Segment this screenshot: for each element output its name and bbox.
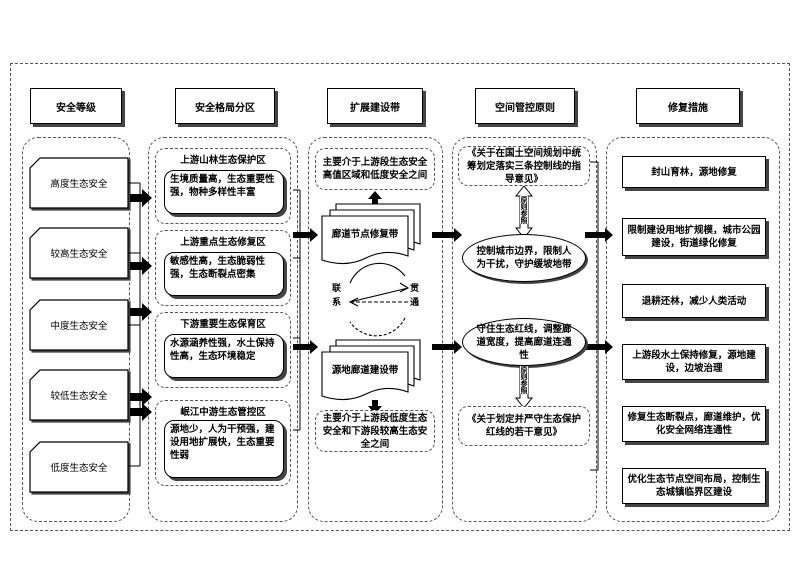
level-shape-2 [29, 227, 129, 279]
outer-frame [10, 63, 790, 531]
principle-doc-2: 《关于划定并严守生态保护红线的若干意见》 [458, 406, 590, 446]
header-zones: 安全格局分区 [175, 88, 275, 124]
measure-4: 上游段水土保持修复，源地建设，边坡治理 [622, 344, 766, 380]
source-belt-label: 源地廊道建设带 [331, 365, 399, 376]
zone-title-3: 下游重要生态保育区 [180, 319, 266, 330]
level-label-4: 较低生态安全 [50, 391, 108, 402]
zone-text-3: 水源涵养性强，水土保持性高，生态环境稳定 [164, 334, 284, 378]
zone-title-4: 岷江中游生态管控区 [180, 407, 266, 418]
principle-column [452, 137, 597, 522]
zone-text-2: 敏感性高，生态脆弱性强，生态断裂点密集 [164, 252, 284, 296]
level-label-1: 高度生态安全 [50, 179, 108, 190]
level-label-2: 较高生态安全 [50, 249, 108, 260]
level-shape-4 [29, 369, 129, 421]
level-label-3: 中度生态安全 [50, 321, 108, 332]
arrow-level-2 [130, 257, 152, 275]
principle-doc-1: 《关于在国土空间规划中统筹划定落实三条控制线的指导意见》 [458, 146, 590, 186]
level-shape-3 [29, 299, 129, 351]
measure-5: 修复生态断裂点，廊道维护，优化安全网络连通性 [622, 406, 766, 442]
belt-top-note: 主要介于上游段生态安全高值区域和低度安全之间 [315, 148, 435, 190]
measure-column [606, 137, 780, 522]
header-level: 安全等级 [30, 88, 122, 124]
measure-1: 封山育林，源地修复 [622, 156, 766, 188]
measure-2: 限制建设用地扩规模，城市公园建设，街道绿化修复 [622, 218, 766, 256]
ref-label-1: 原则参照 [520, 196, 528, 224]
arrow-principle-1 [585, 228, 613, 242]
measure-3: 退耕还林，减少人类活动 [622, 284, 766, 318]
header-belts: 扩展建设带 [327, 88, 423, 124]
level-column [22, 137, 130, 522]
arrow-belt-down [368, 400, 382, 414]
corridor-belt-label: 廊道节点修复带 [331, 229, 399, 240]
level-shape-1 [29, 157, 129, 209]
principle-oval-1: 控制城市边界，限制人为干扰，守护缓坡地带 [462, 234, 586, 282]
arrow-zone-1 [293, 228, 318, 242]
arrow-belt-up [368, 191, 382, 205]
corridor-belt-shape [321, 215, 409, 265]
belt-bottom-note: 主要介于上游段低度生态安全和下游段较高生态安全之间 [315, 410, 435, 452]
header-principles: 空间管控原则 [475, 88, 575, 124]
zone-title-2: 上游重点生态修复区 [180, 237, 266, 248]
arrow-level-5 [130, 403, 152, 421]
zone-text-1: 生境质量高，生态重要性强，物种多样性丰富 [164, 170, 284, 214]
link-circle [349, 262, 406, 284]
arrow-level-4 [130, 388, 152, 406]
arrow-principle-2 [585, 340, 613, 354]
belt-column [308, 137, 443, 522]
through-label: 贯通 [410, 284, 420, 308]
principle-oval-2: 守住生态红线，调整廊道宽度，提高廊道连通性 [462, 318, 586, 366]
zone-title-1: 上游山林生态保护区 [180, 155, 266, 166]
source-belt-shape [321, 351, 409, 401]
ref-label-2: 原则参照 [520, 366, 528, 394]
arrow-level-3 [130, 303, 152, 321]
header-measures: 修复措施 [636, 88, 740, 124]
measure-6: 优化生态节点空间布局，控制生态城镇临界区建设 [622, 468, 766, 504]
arrow-belt-1 [432, 228, 462, 242]
link-label: 联系 [332, 284, 342, 308]
arrow-level-1 [130, 189, 152, 207]
level-label-5: 低度生态安全 [50, 463, 108, 474]
arrow-belt-2 [432, 340, 462, 354]
zone-text-4: 源地少，人为干预强，建设用地扩展快，生态重要性弱 [164, 420, 284, 478]
zone-column [148, 137, 298, 522]
level-shape-5 [29, 441, 129, 493]
arrow-zone-2 [293, 340, 318, 354]
